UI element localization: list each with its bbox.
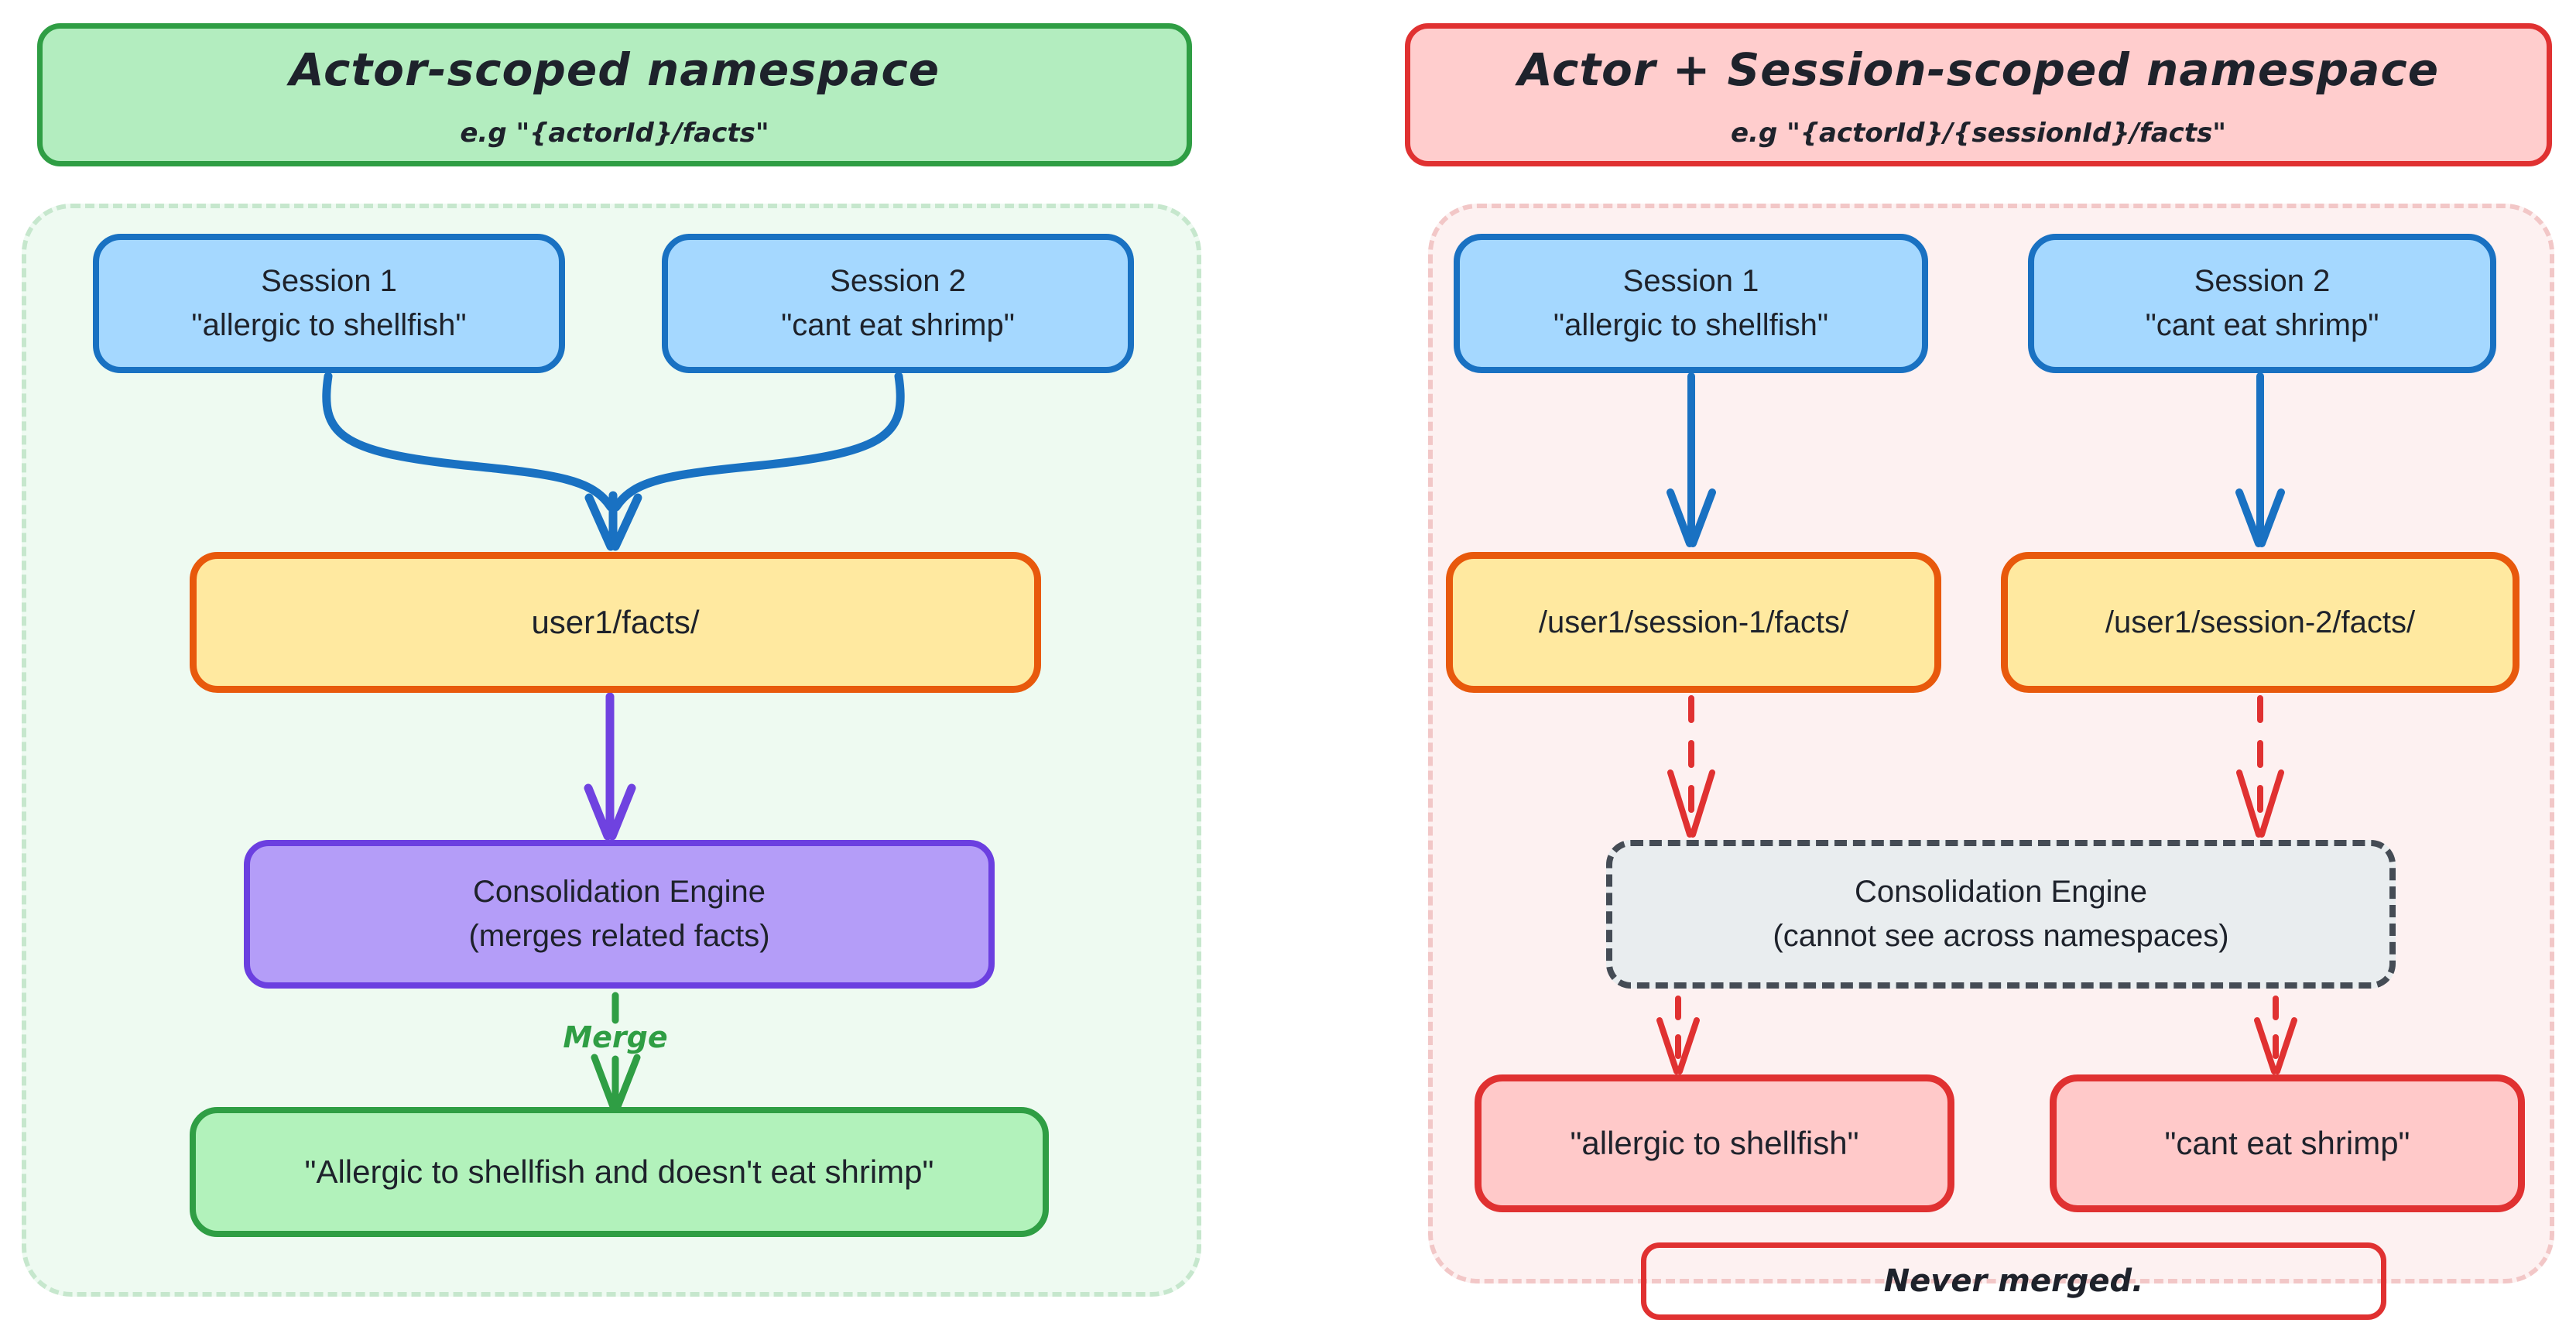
right-engine-title: Consolidation Engine [1854,875,2148,910]
right-session1-node: Session 1 "allergic to shellfish" [1454,234,1928,373]
left-header-title: Actor-scoped namespace [289,43,940,97]
right-session1-quote: "allergic to shellfish" [1553,308,1829,342]
right-session2-node: Session 2 "cant eat shrimp" [2028,234,2496,373]
never-merged-node: Never merged. [1641,1242,2386,1320]
left-engine-title: Consolidation Engine [472,875,766,910]
right-result1-node: "allergic to shellfish" [1475,1074,1954,1212]
left-engine-subtitle: (merges related facts) [468,919,770,953]
left-namespace-label: user1/facts/ [531,604,700,641]
right-engine-node: Consolidation Engine (cannot see across … [1606,840,2396,989]
right-header-title: Actor + Session-scoped namespace [1517,43,2440,97]
right-namespace2-node: /user1/session-2/facts/ [2001,552,2519,693]
never-merged-label: Never merged. [1883,1263,2144,1299]
right-engine-subtitle: (cannot see across namespaces) [1773,919,2229,953]
right-session2-quote: "cant eat shrimp" [2145,308,2379,342]
left-session1-node: Session 1 "allergic to shellfish" [93,234,565,373]
right-result1-label: "allergic to shellfish" [1570,1125,1859,1162]
right-header-subtitle: e.g "{actorId}/{sessionId}/facts" [1730,117,2227,149]
left-session1-quote: "allergic to shellfish" [191,308,467,342]
left-header-subtitle: e.g "{actorId}/facts" [460,117,769,149]
right-namespace2-label: /user1/session-2/facts/ [2105,605,2416,639]
right-header: Actor + Session-scoped namespace e.g "{a… [1405,23,2552,166]
right-result2-label: "cant eat shrimp" [2164,1125,2410,1162]
left-session2-title: Session 2 [830,264,966,299]
right-namespace1-node: /user1/session-1/facts/ [1446,552,1941,693]
left-header: Actor-scoped namespace e.g "{actorId}/fa… [37,23,1192,166]
left-session1-title: Session 1 [261,264,397,299]
right-session1-title: Session 1 [1622,264,1759,299]
left-namespace-node: user1/facts/ [190,552,1041,693]
right-result2-node: "cant eat shrimp" [2050,1074,2525,1212]
left-session2-node: Session 2 "cant eat shrimp" [662,234,1134,373]
right-session2-title: Session 2 [2194,264,2331,299]
left-engine-node: Consolidation Engine (merges related fac… [244,840,995,989]
left-result-node: "Allergic to shellfish and doesn't eat s… [190,1107,1049,1237]
right-namespace1-label: /user1/session-1/facts/ [1538,605,1849,639]
left-session2-quote: "cant eat shrimp" [781,308,1015,342]
merge-arrow-label: Merge [563,1020,668,1054]
left-result-label: "Allergic to shellfish and doesn't eat s… [304,1153,934,1191]
